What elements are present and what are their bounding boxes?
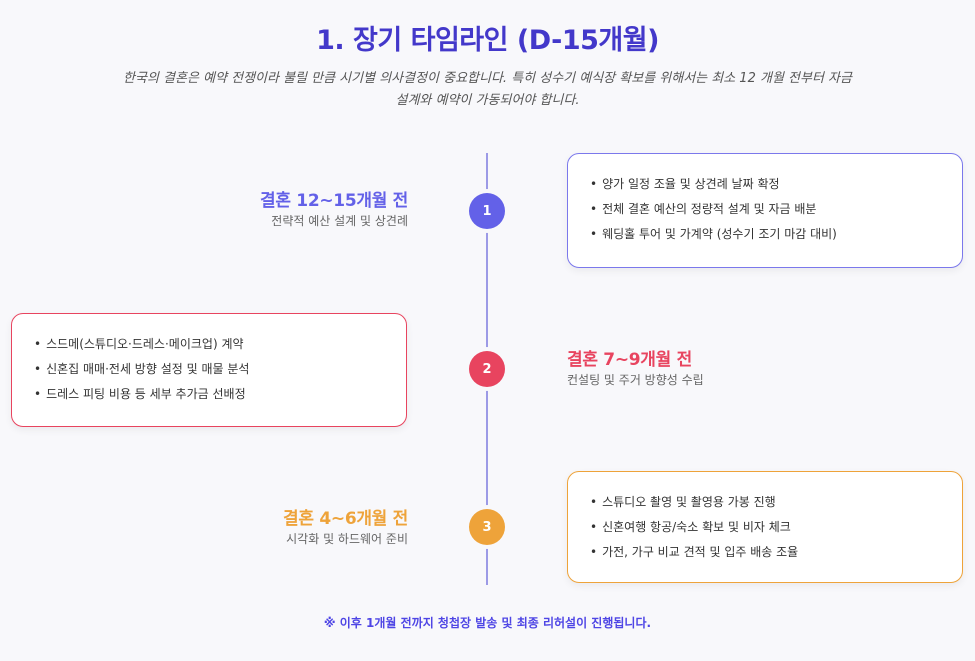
- phase-3-item: 스튜디오 촬영 및 촬영용 가봉 진행: [590, 490, 940, 515]
- phase-2-marker: 2: [469, 351, 505, 387]
- phase-1-item: 양가 일정 조율 및 상견례 날짜 확정: [590, 172, 940, 197]
- phase-2-subtitle: 컨설팅 및 주거 방향성 수립: [567, 373, 704, 387]
- phase-3-marker: 3: [469, 509, 505, 545]
- phase-2-number: 2: [482, 361, 492, 377]
- phase-3-card: 스튜디오 촬영 및 촬영용 가봉 진행 신혼여행 항공/숙소 확보 및 비자 체…: [567, 471, 963, 583]
- phase-2-item: 드레스 피팅 비용 등 세부 추가금 선배정: [34, 382, 384, 407]
- intro-text: 한국의 결혼은 예약 전쟁이라 불릴 만큼 시기별 의사결정이 중요합니다. 특…: [123, 71, 852, 108]
- footer-note: ※ 이후 1개월 전까지 청첩장 발송 및 최종 리허설이 진행됩니다.: [323, 616, 652, 630]
- phase-1-title: 결혼 12~15개월 전: [260, 191, 408, 211]
- phase-2-title: 결혼 7~9개월 전: [567, 350, 692, 370]
- page-title: 1. 장기 타임라인 (D-15개월): [316, 25, 659, 56]
- phase-1-item: 전체 결혼 예산의 정량적 설계 및 자금 배분: [590, 197, 940, 222]
- phase-1-item: 웨딩홀 투어 및 가계약 (성수기 조기 마감 대비): [590, 222, 940, 247]
- phase-2-item: 스드메(스튜디오·드레스·메이크업) 계약: [34, 332, 384, 357]
- phase-3-item: 신혼여행 항공/숙소 확보 및 비자 체크: [590, 515, 940, 540]
- phase-3-number: 3: [482, 519, 492, 535]
- phase-2-item: 신혼집 매매·전세 방향 설정 및 매물 분석: [34, 357, 384, 382]
- phase-1-subtitle: 전략적 예산 설계 및 상견례: [271, 214, 408, 228]
- phase-1-card: 양가 일정 조율 및 상견례 날짜 확정 전체 결혼 예산의 정량적 설계 및 …: [567, 153, 963, 268]
- phase-2-card: 스드메(스튜디오·드레스·메이크업) 계약 신혼집 매매·전세 방향 설정 및 …: [11, 313, 407, 427]
- phase-1-marker: 1: [469, 193, 505, 229]
- phase-1-number: 1: [482, 203, 492, 219]
- phase-3-title: 결혼 4~6개월 전: [283, 509, 408, 529]
- phase-3-label: 결혼 4~6개월 전 시각화 및 하드웨어 준비: [283, 508, 408, 548]
- phase-1-label: 결혼 12~15개월 전 전략적 예산 설계 및 상견례: [260, 190, 408, 230]
- phase-3-subtitle: 시각화 및 하드웨어 준비: [286, 532, 408, 546]
- phase-2-label: 결혼 7~9개월 전 컨설팅 및 주거 방향성 수립: [567, 349, 704, 389]
- phase-3-item: 가전, 가구 비교 견적 및 입주 배송 조율: [590, 540, 940, 565]
